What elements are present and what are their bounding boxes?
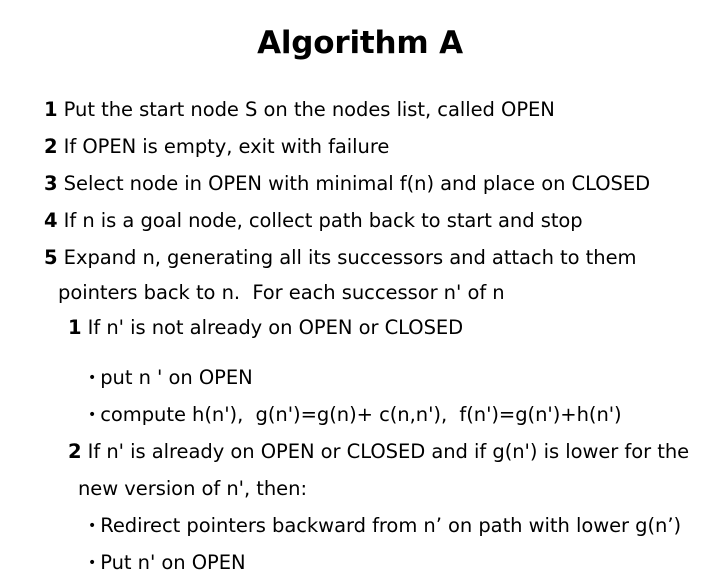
step-number: 2 [44, 135, 58, 158]
bullet-item: •Redirect pointers backward from n’ on p… [0, 507, 720, 544]
step-number: 4 [44, 209, 58, 232]
bullet-icon: • [88, 555, 97, 571]
bullet-icon: • [88, 518, 97, 534]
step-text: If n is a goal node, collect path back t… [57, 209, 583, 232]
algorithm-step-list: 1 Put the start node S on the nodes list… [0, 91, 720, 581]
bullet-item: •Put n' on OPEN [0, 544, 720, 581]
bullet-text: put n ' on OPEN [100, 366, 253, 389]
step-number: 1 [44, 98, 58, 121]
page-title: Algorithm A [257, 25, 463, 61]
step-number: 3 [44, 172, 58, 195]
substep-continuation-line: new version of n', then: [78, 477, 307, 500]
list-item: 1 Put the start node S on the nodes list… [0, 91, 720, 128]
bullet-text: Put n' on OPEN [100, 551, 246, 574]
step-text: Select node in OPEN with minimal f(n) an… [57, 172, 651, 195]
step-text: Expand n, generating all its successors … [57, 246, 637, 269]
substep-text: If n' is not already on OPEN or CLOSED [81, 316, 464, 339]
bullet-text: compute h(n'), g(n')=g(n)+ c(n,n'), f(n'… [100, 403, 622, 426]
list-item: 2 If OPEN is empty, exit with failure [0, 128, 720, 165]
substep-number: 2 [68, 440, 82, 463]
list-item: 3 Select node in OPEN with minimal f(n) … [0, 165, 720, 202]
substep-text: If n' is already on OPEN or CLOSED and i… [81, 440, 690, 463]
bullet-text: Redirect pointers backward from n’ on pa… [100, 514, 682, 537]
bullet-icon: • [88, 370, 97, 386]
substep-item: 2 If n' is already on OPEN or CLOSED and… [0, 433, 720, 470]
bullet-item: •put n ' on OPEN [0, 359, 720, 396]
step-number: 5 [44, 246, 58, 269]
slide-canvas: Algorithm A 1 Put the start node S on th… [44, 25, 689, 574]
step-continuation-line: pointers back to n. For each successor n… [58, 281, 505, 304]
substep-item: 1 If n' is not already on OPEN or CLOSED [0, 309, 720, 346]
bullet-item: •compute h(n'), g(n')=g(n)+ c(n,n'), f(n… [0, 396, 720, 433]
substep-number: 1 [68, 316, 82, 339]
list-item: 4 If n is a goal node, collect path back… [0, 202, 720, 239]
list-item: 5 Expand n, generating all its successor… [0, 239, 720, 276]
bullet-icon: • [88, 407, 97, 423]
step-text: Put the start node S on the nodes list, … [57, 98, 555, 121]
step-text: If OPEN is empty, exit with failure [57, 135, 390, 158]
